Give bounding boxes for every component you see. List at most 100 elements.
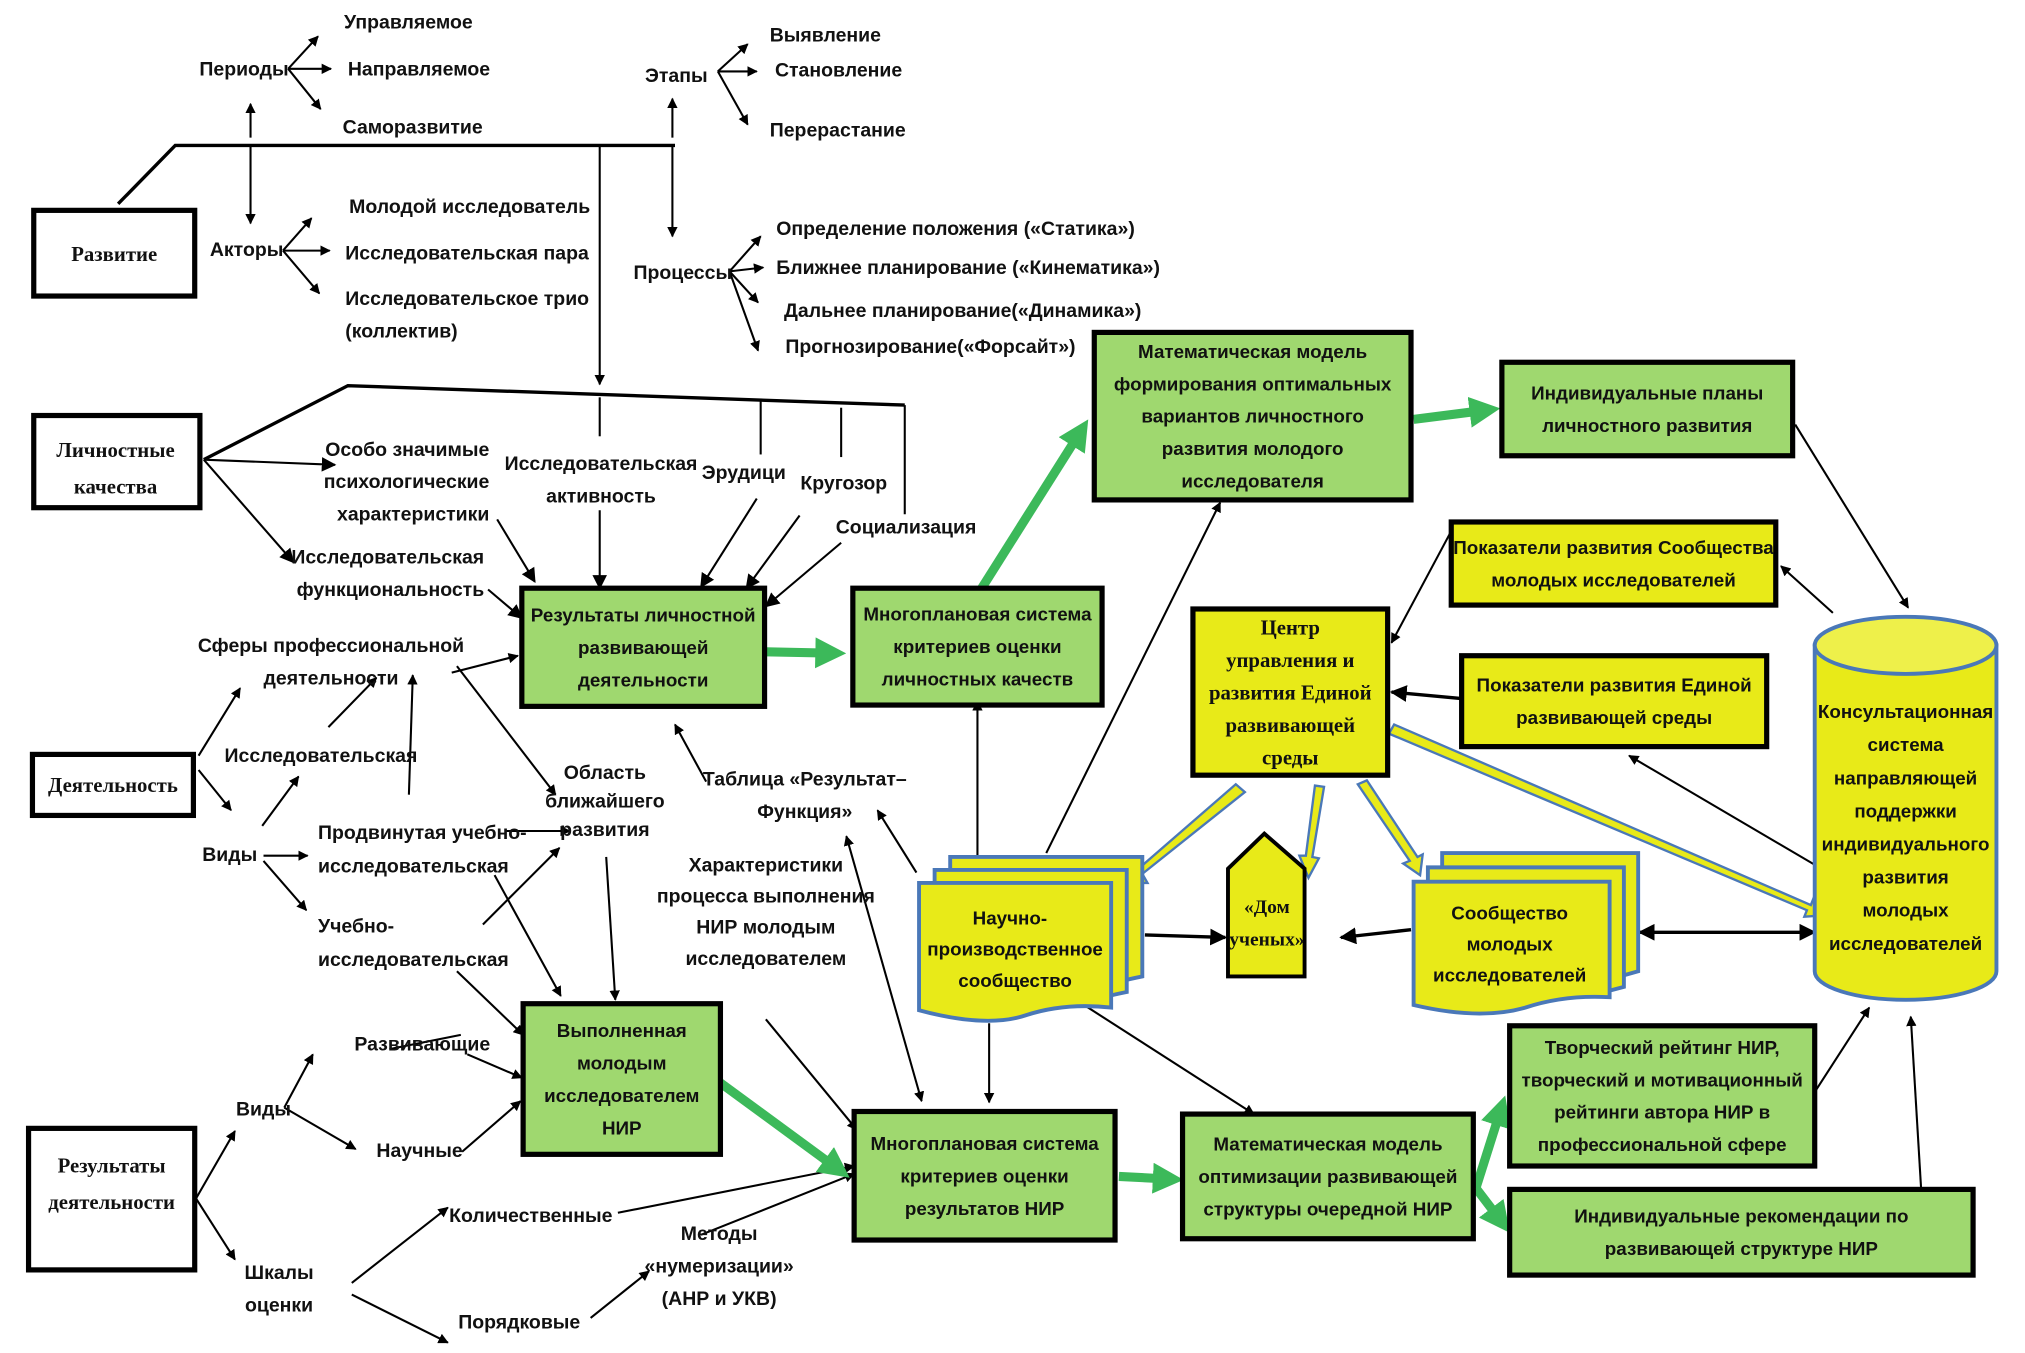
environment-indicators-box-label: развивающей среды bbox=[1516, 707, 1712, 728]
process-item: Прогнозирование(«Форсайт») bbox=[785, 336, 1075, 358]
individual-plans-box-label: Индивидуальные планы bbox=[1531, 382, 1763, 403]
research-criteria-box-label: результатов НИР bbox=[905, 1198, 1064, 1219]
actor-item: Исследовательская пара bbox=[345, 243, 589, 265]
young-researchers-community-documents[interactable]: Сообщество молодых исследователей bbox=[1411, 851, 1641, 1016]
educational-kind-label: исследовательская bbox=[318, 949, 509, 971]
connectors bbox=[116, 35, 1923, 1344]
personal-results-box[interactable]: Результаты личностнойразвивающейдеятельн… bbox=[519, 585, 768, 709]
root-box-personal-qualities[interactable]: Личностные качества bbox=[31, 412, 203, 511]
management-center-box-label: Центр bbox=[1261, 616, 1320, 639]
personal-criteria-box-label: Многоплановая система bbox=[863, 604, 1092, 625]
process-item: Дальнее планирование(«Динамика») bbox=[784, 300, 1141, 322]
individual-plans-box-label: личностного развития bbox=[1542, 415, 1752, 436]
root-box-label: Личностные bbox=[56, 439, 174, 462]
house-of-scientists[interactable]: «Дом ученых» bbox=[1226, 830, 1307, 979]
socialization-label: Социализация bbox=[836, 517, 977, 539]
advanced-kind-label: исследовательская bbox=[318, 856, 509, 878]
management-center-box-label: развивающей bbox=[1225, 714, 1355, 737]
structure-math-model-box-label: оптимизации развивающей bbox=[1198, 1166, 1457, 1187]
scientific-community-documents[interactable]: Научно- производственное сообщество bbox=[917, 855, 1145, 1023]
green-flow-arrows bbox=[717, 396, 1511, 1233]
quantitative-label: Количественные bbox=[449, 1205, 613, 1227]
community-indicators-box-label: Показатели развития Сообщества bbox=[1453, 537, 1774, 558]
professional-spheres-label: Сферы профессиональной bbox=[198, 635, 464, 657]
completed-research-box-label: НИР bbox=[602, 1117, 642, 1138]
research-functionality-label: Исследовательская bbox=[291, 547, 484, 569]
management-center-box-label: управления и bbox=[1226, 649, 1354, 672]
personal-results-box-label: деятельности bbox=[578, 669, 708, 690]
professional-spheres-label: деятельности bbox=[264, 667, 399, 689]
creative-rating-box[interactable]: Творческий рейтинг НИР,творческий и моти… bbox=[1507, 1023, 1818, 1169]
personal-math-model-box-label: Математическая модель bbox=[1138, 341, 1367, 362]
doc-label: исследователей bbox=[1433, 965, 1586, 986]
period-item: Управляемое bbox=[344, 12, 473, 34]
community-indicators-box[interactable]: Показатели развития Сообщества молодых ис… bbox=[1448, 519, 1779, 608]
personal-math-model-box-label: формирования оптимальных bbox=[1114, 373, 1392, 394]
actor-item: Молодой исследователь bbox=[349, 196, 590, 218]
creative-rating-box-label: рейтинги автора НИР в bbox=[1554, 1102, 1770, 1123]
completed-research-box-label: Выполненная bbox=[557, 1020, 687, 1041]
doc-label: молодых bbox=[1467, 933, 1554, 954]
creative-rating-box-label: Творческий рейтинг НИР, bbox=[1545, 1037, 1780, 1058]
numerization-methods-label: Методы bbox=[681, 1223, 758, 1245]
research-functionality-label: функциональность bbox=[297, 579, 485, 601]
root-box-development[interactable]: Развитие bbox=[31, 207, 198, 299]
yellow-boxes: Показатели развития Сообщества молодых ис… bbox=[1190, 519, 1779, 778]
educational-kind-label: Учебно- bbox=[318, 915, 394, 937]
process-item: Ближнее планирование («Кинематика») bbox=[776, 257, 1160, 279]
process-characteristics-label: исследователем bbox=[685, 948, 846, 970]
consulting-system-label: Консультационная система направляющей подде… bbox=[1818, 701, 1993, 954]
results-kinds-label: Виды bbox=[236, 1098, 291, 1120]
branch-labels: ПериодыУправляемоеНаправляемоеСаморазвит… bbox=[198, 12, 1160, 1334]
hollow-yellow-arrows bbox=[1127, 723, 1825, 919]
research-activity-label: Исследовательская bbox=[505, 453, 698, 475]
management-center-box-label: среды bbox=[1262, 746, 1318, 769]
process-characteristics-label: процесса выполнения bbox=[657, 885, 875, 907]
actor-item: Исследовательское трио bbox=[345, 288, 589, 310]
root-box-label: Развитие bbox=[71, 243, 157, 266]
personal-math-model-box[interactable]: Математическая модель формирования оптима… bbox=[1091, 329, 1414, 503]
doc-label: сообщество bbox=[958, 970, 1072, 991]
doc-label: производственное bbox=[927, 939, 1103, 960]
consulting-system-label-line: поддержки bbox=[1854, 800, 1957, 821]
research-criteria-box-label: Многоплановая система bbox=[870, 1133, 1099, 1154]
proximal-zone-label: Область bbox=[564, 762, 646, 784]
root-box-label: деятельности bbox=[48, 1191, 175, 1214]
research-activity-label: активность bbox=[546, 486, 656, 508]
rating-scales-label: Шкалы bbox=[245, 1262, 314, 1284]
consulting-system-label-line: направляющей bbox=[1834, 767, 1977, 788]
process-characteristics-label: Характеристики bbox=[689, 854, 844, 876]
doc-label: Научно- bbox=[973, 908, 1048, 929]
rating-scales-label: оценки bbox=[245, 1294, 313, 1316]
stages-label: Этапы bbox=[645, 65, 708, 87]
environment-indicators-box-label: Показатели развития Единой bbox=[1477, 675, 1752, 696]
scientific-kind-label: Научные bbox=[376, 1140, 462, 1162]
period-item: Направляемое bbox=[348, 58, 490, 80]
environment-indicators-box[interactable]: Показатели развития Единой развивающей ср… bbox=[1459, 653, 1770, 750]
root-box-activity[interactable]: Деятельность bbox=[29, 751, 197, 819]
consulting-system-cylinder[interactable]: Консультационная система направляющей подде… bbox=[1812, 614, 1999, 1002]
house-label: ученых» bbox=[1229, 929, 1304, 950]
process-item: Определение положения («Статика») bbox=[776, 218, 1135, 240]
stage-item: Становление bbox=[775, 60, 902, 82]
activity-kinds-label: Виды bbox=[202, 844, 257, 866]
creative-rating-box-label: профессиональной сфере bbox=[1538, 1134, 1787, 1155]
proximal-zone-label: ближайшего bbox=[545, 791, 665, 813]
recommendations-box[interactable]: Индивидуальные рекомендации поразвивающе… bbox=[1507, 1186, 1976, 1278]
individual-plans-box[interactable]: Индивидуальные планы личностного развития bbox=[1499, 359, 1796, 459]
actors-label: Акторы bbox=[210, 239, 283, 261]
doc-label: Сообщество bbox=[1451, 902, 1568, 923]
numerization-methods-label: (АНР и УКВ) bbox=[662, 1288, 777, 1310]
root-box-activity-results[interactable]: Результаты деятельности bbox=[25, 1125, 198, 1273]
root-box-label: Результаты bbox=[58, 1155, 166, 1178]
completed-research-box-label: молодым bbox=[577, 1052, 667, 1073]
consulting-system-label-line: система bbox=[1868, 734, 1945, 755]
community-indicators-box-label: молодых исследователей bbox=[1491, 569, 1736, 590]
consulting-system-label-line: Консультационная bbox=[1818, 701, 1993, 722]
